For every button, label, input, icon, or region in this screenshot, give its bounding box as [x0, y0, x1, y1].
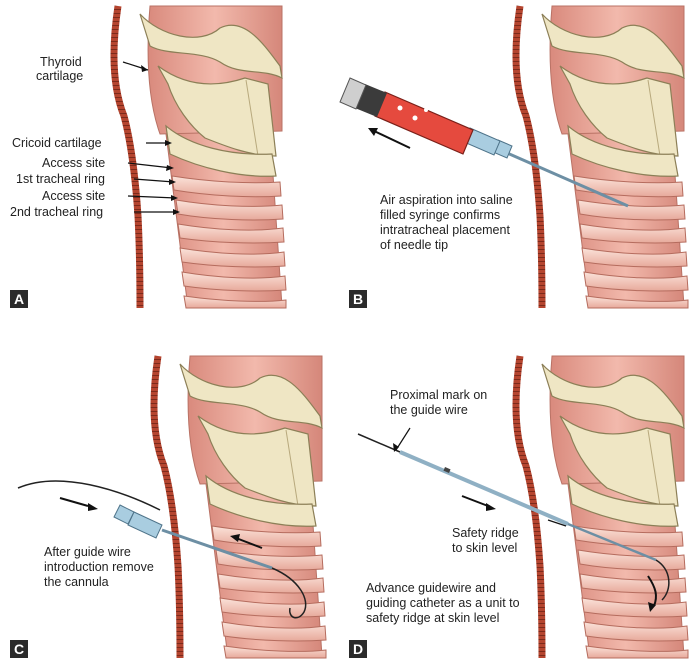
panel-d-ridge-label-2: to skin level — [452, 541, 517, 555]
panel-b-caption-3: intratracheal placement — [380, 223, 510, 237]
panel-c-caption-2: introduction remove — [44, 560, 154, 574]
panel-a-letter: A — [14, 291, 24, 307]
label-thyroid-line2: cartilage — [36, 69, 83, 83]
label-access-site-2: Access site — [42, 189, 105, 203]
panel-d-ridge-label-1: Safety ridge — [452, 526, 519, 540]
panel-c-caption-1: After guide wire — [44, 545, 131, 559]
panel-b: Air aspiration into saline filled syring… — [340, 6, 688, 308]
panel-c: After guide wire introduction remove the… — [10, 356, 326, 658]
panel-b-caption-1: Air aspiration into saline — [380, 193, 513, 207]
label-1st-tracheal-ring: 1st tracheal ring — [16, 172, 105, 186]
label-cricoid: Cricoid cartilage — [12, 136, 102, 150]
panel-d: Proximal mark on the guide wire Safety r… — [349, 356, 688, 658]
panel-d-letter: D — [353, 641, 363, 657]
panel-d-caption-3: safety ridge at skin level — [366, 611, 499, 625]
panel-c-letter: C — [14, 641, 24, 657]
label-thyroid-line1: Thyroid — [40, 55, 82, 69]
panel-b-letter: B — [353, 291, 363, 307]
panel-d-caption-2: guiding catheter as a unit to — [366, 596, 520, 610]
label-access-site-1: Access site — [42, 156, 105, 170]
panel-d-caption-1: Advance guidewire and — [366, 581, 496, 595]
label-2nd-tracheal-ring: 2nd tracheal ring — [10, 205, 103, 219]
panel-d-mark-label-2: the guide wire — [390, 403, 468, 417]
panel-b-caption-2: filled syringe confirms — [380, 208, 500, 222]
panel-a: Thyroid cartilage Cricoid cartilage Acce… — [10, 6, 286, 308]
panel-c-caption-3: the cannula — [44, 575, 109, 589]
panel-d-mark-label-1: Proximal mark on — [390, 388, 487, 402]
panel-b-caption-4: of needle tip — [380, 238, 448, 252]
